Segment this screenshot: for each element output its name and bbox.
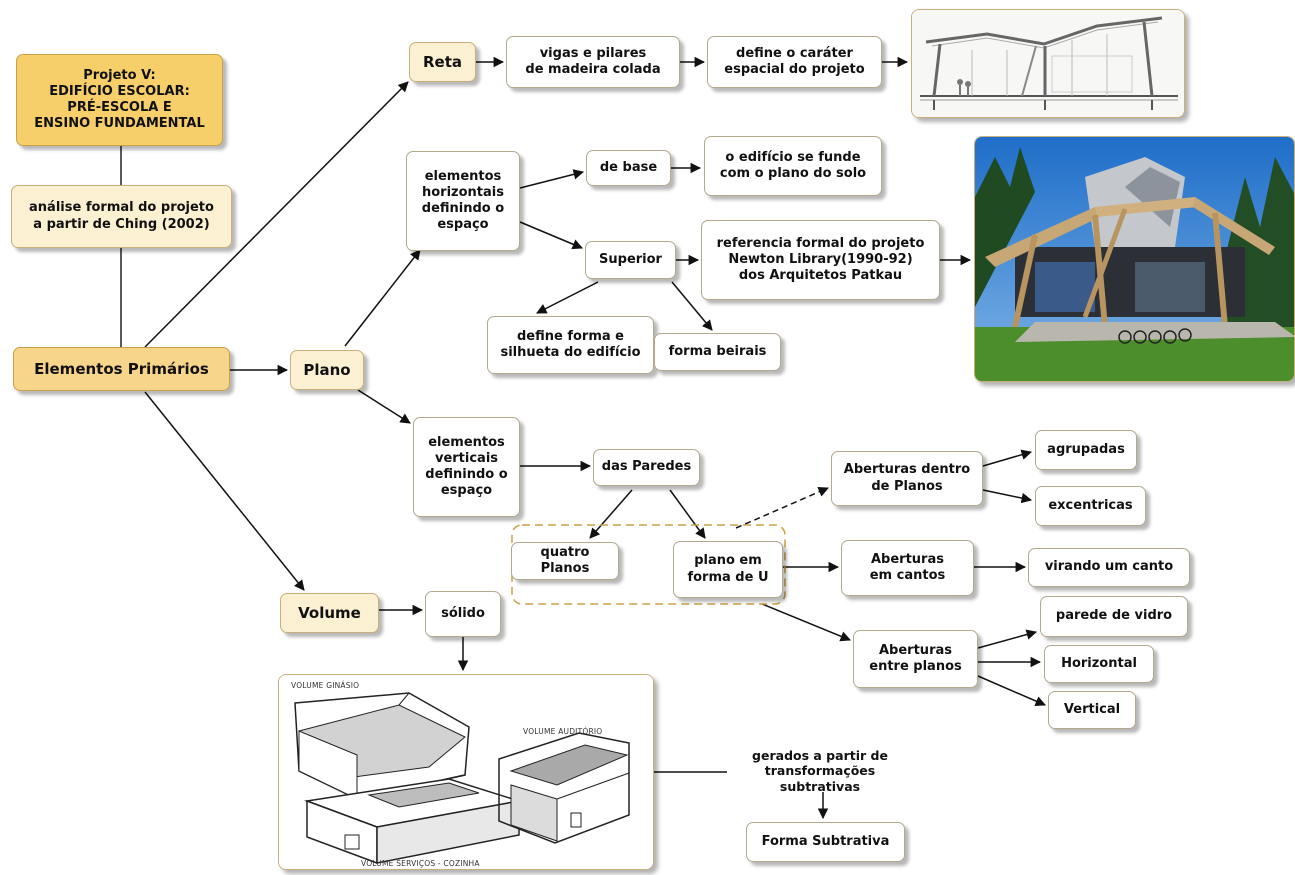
arrow-superior-silhueta [536, 281, 599, 314]
agrupadas-text: agrupadas [1047, 441, 1125, 457]
forma-subtrativa-text: Forma Subtrativa [761, 833, 890, 849]
aberturas-dentro-text: Aberturas dentro de Planos [843, 462, 971, 494]
silhueta-box: define forma e silhueta do edifício [487, 316, 654, 374]
volumes-drawing-image: VOLUME GINÁSIO VOLUME AUDITÓRIO VOLUME S… [278, 674, 654, 870]
analysis-text: análise formal do projeto a partir de Ch… [29, 200, 214, 232]
referencia-box: referencia formal do projeto Newton Libr… [701, 220, 940, 300]
arrow-horizontais-base [519, 169, 585, 189]
quatro-planos-box: quatro Planos [511, 542, 619, 580]
project-title-box: Projeto V: EDIFÍCIO ESCOLAR: PRÉ-ESCOLA … [16, 54, 223, 146]
section-drawing [912, 10, 1184, 117]
arrow-dashed-dentro [735, 486, 829, 529]
aberturas-dentro-box: Aberturas dentro de Planos [831, 451, 983, 506]
vertical-text: Vertical [1063, 701, 1121, 717]
volume-label: Volume [298, 603, 361, 622]
horizontal-box: Horizontal [1044, 645, 1154, 683]
plano-u-text: plano em forma de U [687, 553, 769, 585]
define-carater-text: define o caráter espacial do projeto [724, 45, 865, 77]
arrow-paredes-quatro [589, 489, 633, 539]
volumes-drawing [279, 675, 653, 869]
vertical-box: Vertical [1048, 691, 1136, 729]
newton-library-photo [974, 136, 1295, 382]
quatro-planos-text: quatro Planos [540, 544, 590, 576]
agrupadas-box: agrupadas [1035, 430, 1137, 470]
solido-box: sólido [425, 591, 501, 637]
solido-text: sólido [441, 605, 485, 621]
arrow-primary-volume [144, 391, 305, 591]
vertical-elements-text: elementos verticais definindo o espaço [425, 434, 508, 499]
de-base-box: de base [586, 150, 671, 186]
excentricas-box: excentricas [1035, 486, 1146, 526]
aberturas-entre-text: Aberturas entre planos [869, 642, 962, 674]
silhueta-text: define forma e silhueta do edifício [500, 328, 641, 360]
beirais-text: forma beirais [668, 343, 767, 359]
arrow-planou-entre [761, 603, 851, 642]
plano-box: Plano [290, 350, 364, 390]
virando-canto-box: virando um canto [1028, 548, 1190, 587]
referencia-text: referencia formal do projeto Newton Libr… [716, 235, 925, 284]
arrow-dentro-excentricas [982, 489, 1033, 504]
horizontal-elements-box: elementos horizontais definindo o espaço [406, 151, 520, 251]
arrow-superior-beirais [671, 281, 713, 331]
vigas-box: vigas e pilares de madeira colada [506, 36, 680, 88]
arrow-entre-vertical [977, 675, 1046, 707]
reta-box: Reta [409, 42, 476, 82]
paredes-box: das Paredes [593, 449, 700, 486]
plano-u-box: plano em forma de U [673, 541, 783, 598]
de-base-text: de base [599, 159, 658, 175]
project-title: Projeto V: EDIFÍCIO ESCOLAR: PRÉ-ESCOLA … [34, 68, 205, 131]
arrow-horizontais-superior [519, 221, 583, 250]
virando-canto-text: virando um canto [1044, 559, 1174, 575]
beirais-box: forma beirais [654, 333, 781, 371]
horizontal-elements-text: elementos horizontais definindo o espaço [421, 168, 505, 233]
primary-elements-label: Elementos Primários [34, 359, 209, 378]
arrow-paredes-planou [669, 489, 706, 539]
arrow-plano-horizontais [344, 249, 421, 347]
section-drawing-image [911, 9, 1185, 118]
caption-ginasio: VOLUME GINÁSIO [291, 681, 360, 690]
excentricas-text: excentricas [1048, 497, 1133, 513]
volume-box: Volume [280, 593, 379, 633]
gerados-text: gerados a partir de transformações subtr… [752, 747, 888, 794]
arrow-primary-reta [144, 81, 409, 348]
vertical-elements-box: elementos verticais definindo o espaço [413, 417, 520, 517]
aberturas-cantos-box: Aberturas em cantos [841, 540, 974, 596]
caption-auditorio: VOLUME AUDITÓRIO [523, 727, 603, 736]
caption-servicos: VOLUME SERVIÇOS - COZINHA [361, 859, 480, 868]
superior-box: Superior [585, 241, 676, 279]
vigas-text: vigas e pilares de madeira colada [525, 45, 661, 77]
analysis-box: análise formal do projeto a partir de Ch… [11, 185, 232, 248]
aberturas-cantos-text: Aberturas em cantos [869, 551, 946, 583]
parede-vidro-box: parede de vidro [1040, 596, 1188, 637]
library-photo [975, 137, 1294, 381]
define-carater-box: define o caráter espacial do projeto [707, 36, 882, 88]
reta-label: Reta [422, 52, 463, 71]
superior-text: Superior [599, 251, 662, 267]
funde-box: o edifício se funde com o plano do solo [704, 136, 882, 196]
gerados-text-box: gerados a partir de transformações subtr… [720, 747, 920, 794]
paredes-text: das Paredes [601, 459, 692, 475]
aberturas-entre-box: Aberturas entre planos [853, 630, 978, 688]
forma-subtrativa-box: Forma Subtrativa [746, 822, 905, 862]
arrow-plano-verticais [357, 389, 411, 424]
funde-text: o edifício se funde com o plano do solo [719, 149, 867, 181]
plano-label: Plano [303, 360, 351, 379]
parede-vidro-text: parede de vidro [1055, 608, 1173, 624]
arrow-entre-vidro [977, 629, 1038, 649]
horizontal-text: Horizontal [1061, 655, 1137, 671]
primary-elements-box: Elementos Primários [13, 347, 230, 391]
arrow-dentro-agrupadas [982, 449, 1033, 467]
